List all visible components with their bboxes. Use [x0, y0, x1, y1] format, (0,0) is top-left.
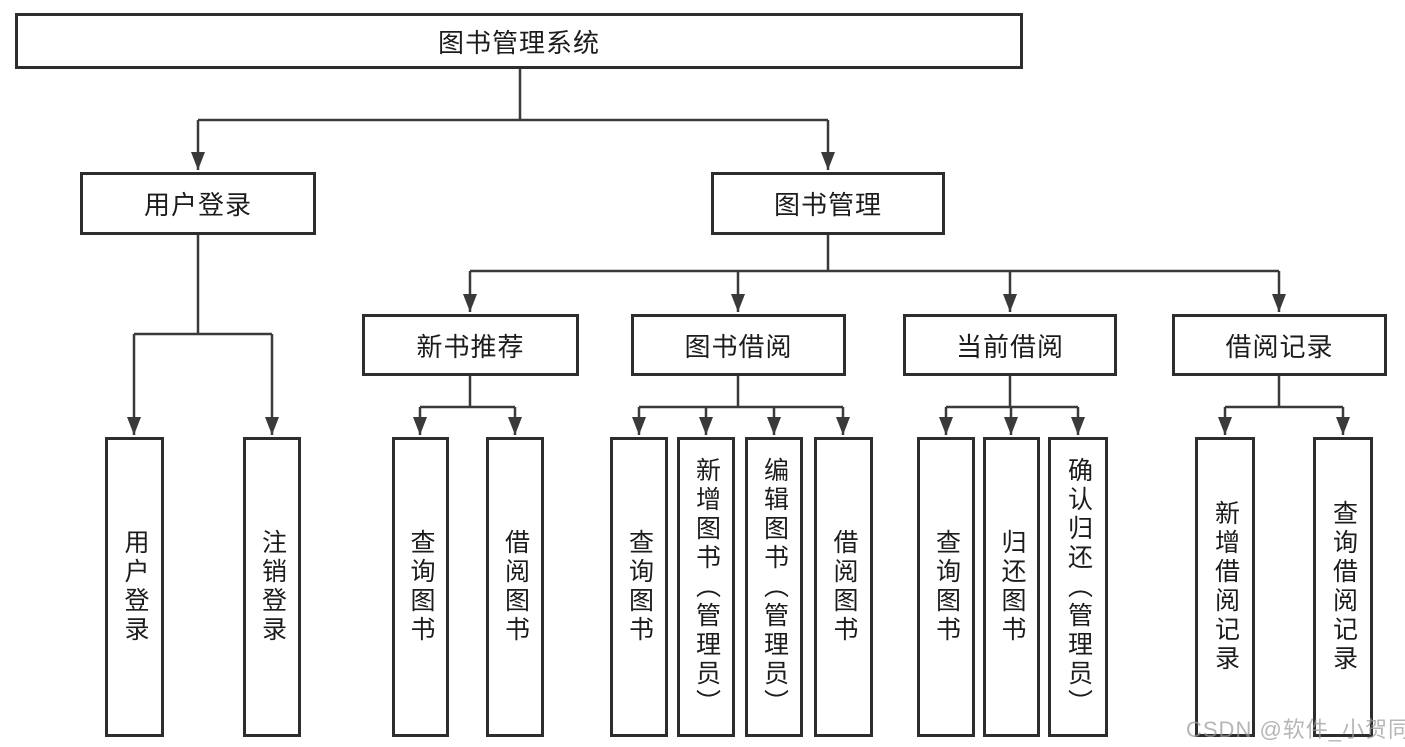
leaf-user-login: 用户登录: [105, 437, 164, 737]
leaf-edit-books-admin: 编辑图书（管理员）: [745, 437, 803, 737]
node-user-login-branch: 用户登录: [80, 172, 316, 235]
leaf-borrow-books-recommend: 借阅图书: [486, 437, 544, 737]
leaf-label: 用户登录: [121, 529, 149, 645]
node-new-book-recommend: 新书推荐: [362, 314, 579, 376]
leaf-add-borrow-record: 新增借阅记录: [1195, 437, 1255, 737]
leaf-label: 借阅图书: [501, 529, 530, 645]
node-book-management-branch: 图书管理: [711, 172, 945, 235]
leaf-label: 新增图书（管理员）: [692, 456, 721, 718]
node-borrow-records: 借阅记录: [1172, 314, 1387, 376]
leaf-label: 查询图书: [932, 529, 961, 645]
leaf-label: 查询借阅记录: [1329, 500, 1358, 674]
node-book-borrowing: 图书借阅: [631, 314, 846, 376]
leaf-query-books-recommend: 查询图书: [392, 437, 449, 737]
leaf-query-books-current: 查询图书: [917, 437, 975, 737]
leaf-label: 编辑图书（管理员）: [760, 456, 789, 718]
leaf-label: 新增借阅记录: [1211, 500, 1240, 674]
leaf-label: 归还图书: [998, 529, 1026, 645]
leaf-label: 确认归还（管理员）: [1064, 456, 1093, 718]
node-library-management-system: 图书管理系统: [15, 13, 1023, 69]
arrow-drop-lines: [127, 120, 1350, 435]
leaf-label: 查询图书: [407, 529, 435, 645]
leaf-add-books-admin: 新增图书（管理员）: [677, 437, 735, 737]
leaf-query-borrow-record: 查询借阅记录: [1313, 437, 1373, 737]
node-current-borrowing: 当前借阅: [903, 314, 1117, 376]
leaf-query-books-borrowing: 查询图书: [610, 437, 668, 737]
tree-trunk-lines: [134, 69, 1343, 409]
leaf-return-books: 归还图书: [983, 437, 1040, 737]
leaf-label: 借阅图书: [830, 529, 858, 645]
leaf-confirm-return-admin: 确认归还（管理员）: [1048, 437, 1108, 737]
leaf-label: 注销登录: [258, 529, 287, 645]
leaf-borrow-books: 借阅图书: [814, 437, 873, 737]
leaf-logout: 注销登录: [243, 437, 301, 737]
leaf-label: 查询图书: [625, 529, 654, 645]
csdn-watermark: CSDN @软件_小贺同学: [1186, 717, 1405, 742]
